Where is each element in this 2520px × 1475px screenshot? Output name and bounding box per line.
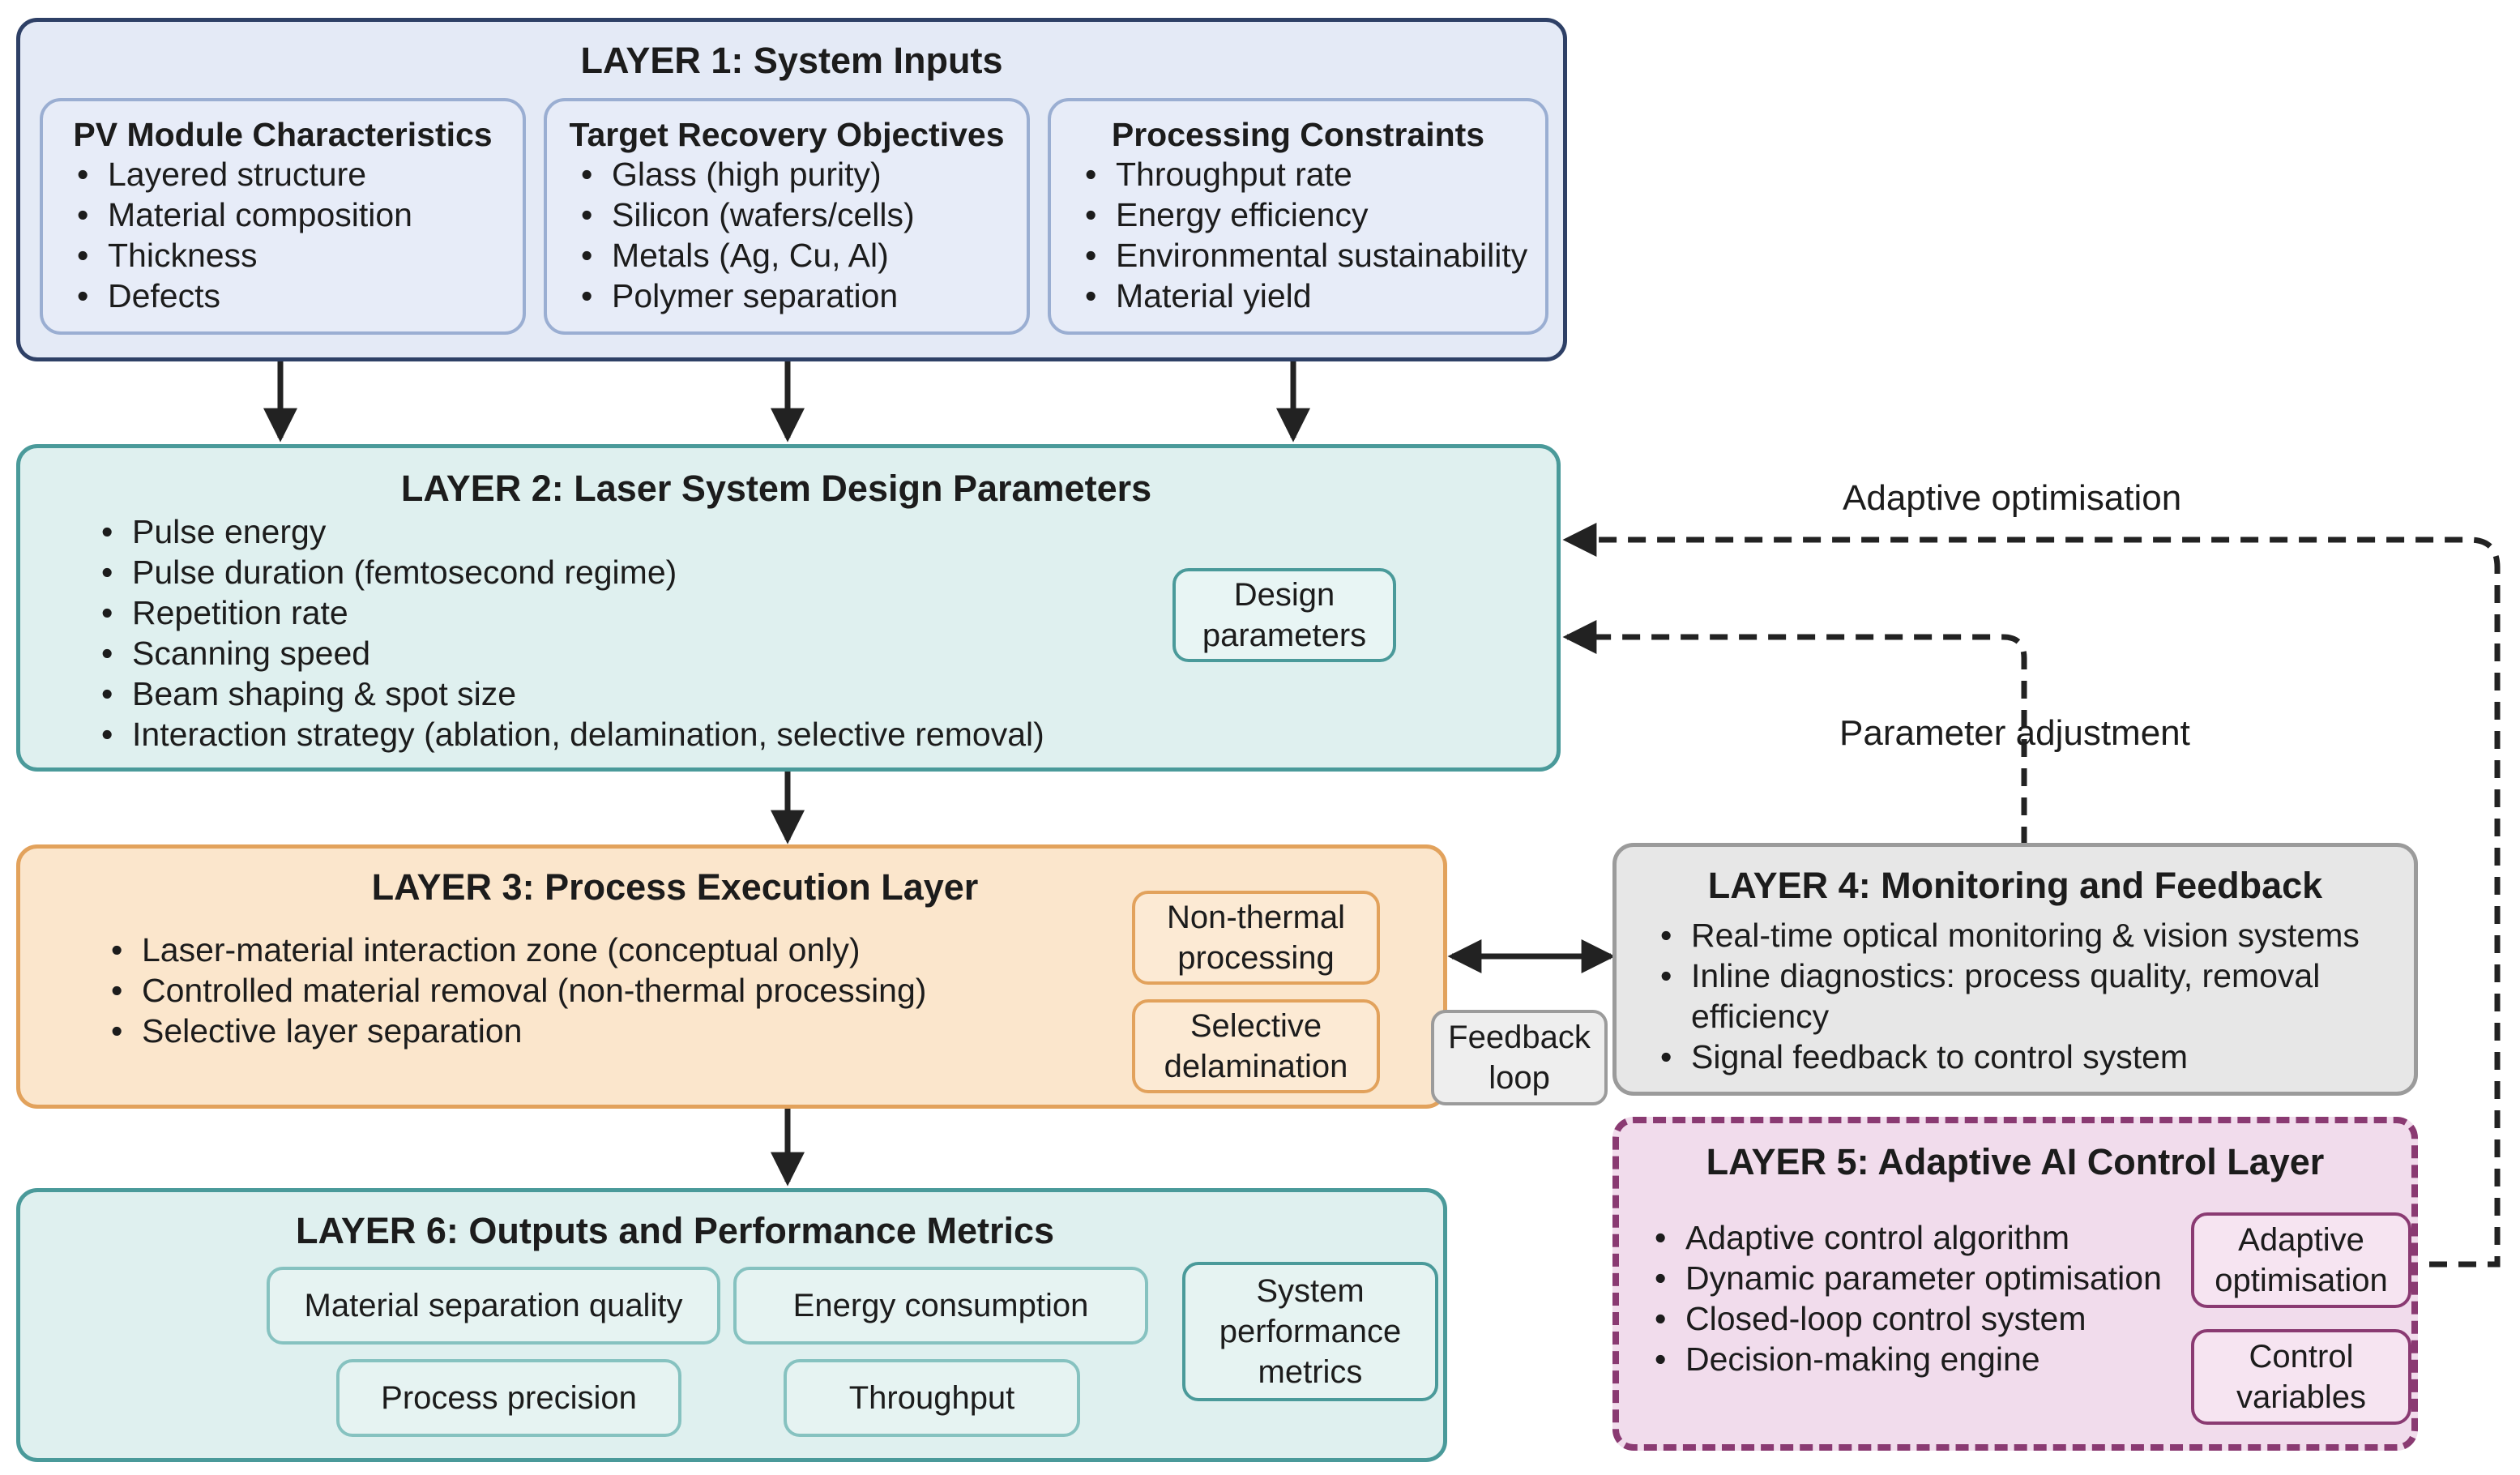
arrow-adaptive-optimisation-loop — [1562, 523, 2501, 1268]
list-item: Environmental sustainability — [1069, 235, 1545, 276]
list-item: Material yield — [1069, 276, 1545, 316]
feedback-loop-label: Feedback loop — [1431, 1010, 1608, 1105]
target-recovery-title: Target Recovery Objectives — [569, 116, 1005, 153]
processing-constraints-box: Processing Constraints Throughput rate E… — [1048, 98, 1548, 335]
layer1-panel: LAYER 1: System Inputs PV Module Charact… — [16, 18, 1567, 361]
metric-material-separation-quality: Material separation quality — [267, 1267, 720, 1345]
layer6-title: LAYER 6: Outputs and Performance Metrics — [295, 1210, 1055, 1251]
pv-module-title: PV Module Characteristics — [73, 116, 493, 153]
list-item: Thickness — [61, 235, 523, 276]
list-item: Adaptive control algorithm — [1638, 1217, 2162, 1258]
list-item: Defects — [61, 276, 523, 316]
list-item: Signal feedback to control system — [1644, 1037, 2360, 1077]
layer5-title: LAYER 5: Adaptive AI Control Layer — [1706, 1141, 2325, 1182]
list-item: Layered structure — [61, 154, 523, 195]
design-parameters-tag: Design parameters — [1172, 568, 1396, 662]
control-variables-tag: Control variables — [2191, 1329, 2411, 1425]
list-item: Throughput rate — [1069, 154, 1545, 195]
list-item: Laser-material interaction zone (concept… — [95, 930, 926, 970]
list-item: Silicon (wafers/cells) — [565, 195, 1027, 235]
system-performance-metrics-tag: System performance metrics — [1182, 1262, 1438, 1401]
metric-throughput: Throughput — [784, 1359, 1080, 1437]
pv-module-box: PV Module Characteristics Layered struct… — [40, 98, 526, 335]
list-item: Beam shaping & spot size — [85, 673, 1044, 714]
non-thermal-processing-tag: Non-thermal processing — [1132, 891, 1380, 985]
list-item: Selective layer separation — [95, 1011, 926, 1051]
layer2-panel: LAYER 2: Laser System Design Parameters … — [16, 444, 1561, 772]
list-item: Inline diagnostics: process quality, rem… — [1644, 956, 2356, 1037]
list-item: Polymer separation — [565, 276, 1027, 316]
layer2-title: LAYER 2: Laser System Design Parameters — [400, 468, 1152, 509]
list-item: Pulse duration (femtosecond regime) — [85, 552, 1044, 592]
layer5-panel: LAYER 5: Adaptive AI Control Layer Adapt… — [1612, 1117, 2418, 1451]
processing-constraints-title: Processing Constraints — [1111, 116, 1485, 153]
arrow-parameter-adjustment — [1562, 620, 2027, 844]
list-item: Dynamic parameter optimisation — [1638, 1258, 2162, 1298]
list-item: Closed-loop control system — [1638, 1298, 2162, 1339]
list-item: Interaction strategy (ablation, delamina… — [85, 714, 1044, 755]
list-item: Scanning speed — [85, 633, 1044, 673]
list-item: Pulse energy — [85, 511, 1044, 552]
list-item: Real-time optical monitoring & vision sy… — [1644, 915, 2360, 956]
layer4-panel: LAYER 4: Monitoring and Feedback Real-ti… — [1612, 843, 2418, 1096]
layer3-title: LAYER 3: Process Execution Layer — [371, 866, 979, 908]
layer1-title: LAYER 1: System Inputs — [580, 40, 1003, 81]
adaptive-optimisation-tag: Adaptive optimisation — [2191, 1212, 2411, 1308]
list-item: Material composition — [61, 195, 523, 235]
list-item: Repetition rate — [85, 592, 1044, 633]
list-item: Metals (Ag, Cu, Al) — [565, 235, 1027, 276]
layer3-panel: LAYER 3: Process Execution Layer Laser-m… — [16, 844, 1447, 1109]
layer4-title: LAYER 4: Monitoring and Feedback — [1707, 865, 2323, 906]
metric-energy-consumption: Energy consumption — [733, 1267, 1148, 1345]
layer6-panel: LAYER 6: Outputs and Performance Metrics… — [16, 1188, 1447, 1462]
list-item: Controlled material removal (non-thermal… — [95, 970, 926, 1011]
metric-process-precision: Process precision — [336, 1359, 681, 1437]
target-recovery-box: Target Recovery Objectives Glass (high p… — [544, 98, 1030, 335]
adaptive-optimisation-label: Adaptive optimisation — [1843, 478, 2182, 518]
list-item: Glass (high purity) — [565, 154, 1027, 195]
parameter-adjustment-label: Parameter adjustment — [1839, 713, 2190, 753]
selective-delamination-tag: Selective delamination — [1132, 999, 1380, 1093]
list-item: Decision-making engine — [1638, 1339, 2162, 1379]
list-item: Energy efficiency — [1069, 195, 1545, 235]
